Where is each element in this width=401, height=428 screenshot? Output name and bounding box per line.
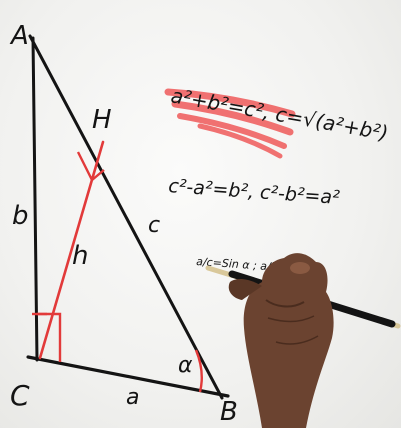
- angle-arc: [194, 349, 203, 393]
- side-a-label: a: [126, 385, 139, 410]
- formula-highlight: [164, 88, 296, 159]
- height-line: [38, 140, 105, 360]
- height-h-label: h: [72, 241, 88, 271]
- side-c-label: c: [148, 213, 160, 238]
- formula-line-1: a²+b²=c², c=√(a²+b²): [169, 83, 390, 145]
- side-b-label: b: [12, 201, 29, 231]
- side-ac-line: [31, 36, 39, 362]
- formula-line-2: c²-a²=b², c²-b²=a²: [168, 175, 341, 209]
- angle-label: α: [178, 353, 193, 378]
- side-ab-hypotenuse: [28, 34, 224, 400]
- vertex-c-label: C: [10, 379, 30, 412]
- writing-hand: [228, 253, 334, 428]
- vertex-h-label: H: [92, 105, 112, 135]
- right-angle-mark-h: [76, 151, 105, 182]
- vertex-b-label: B: [220, 397, 238, 427]
- side-cb-line: [26, 355, 230, 398]
- vertex-a-label: A: [9, 21, 29, 51]
